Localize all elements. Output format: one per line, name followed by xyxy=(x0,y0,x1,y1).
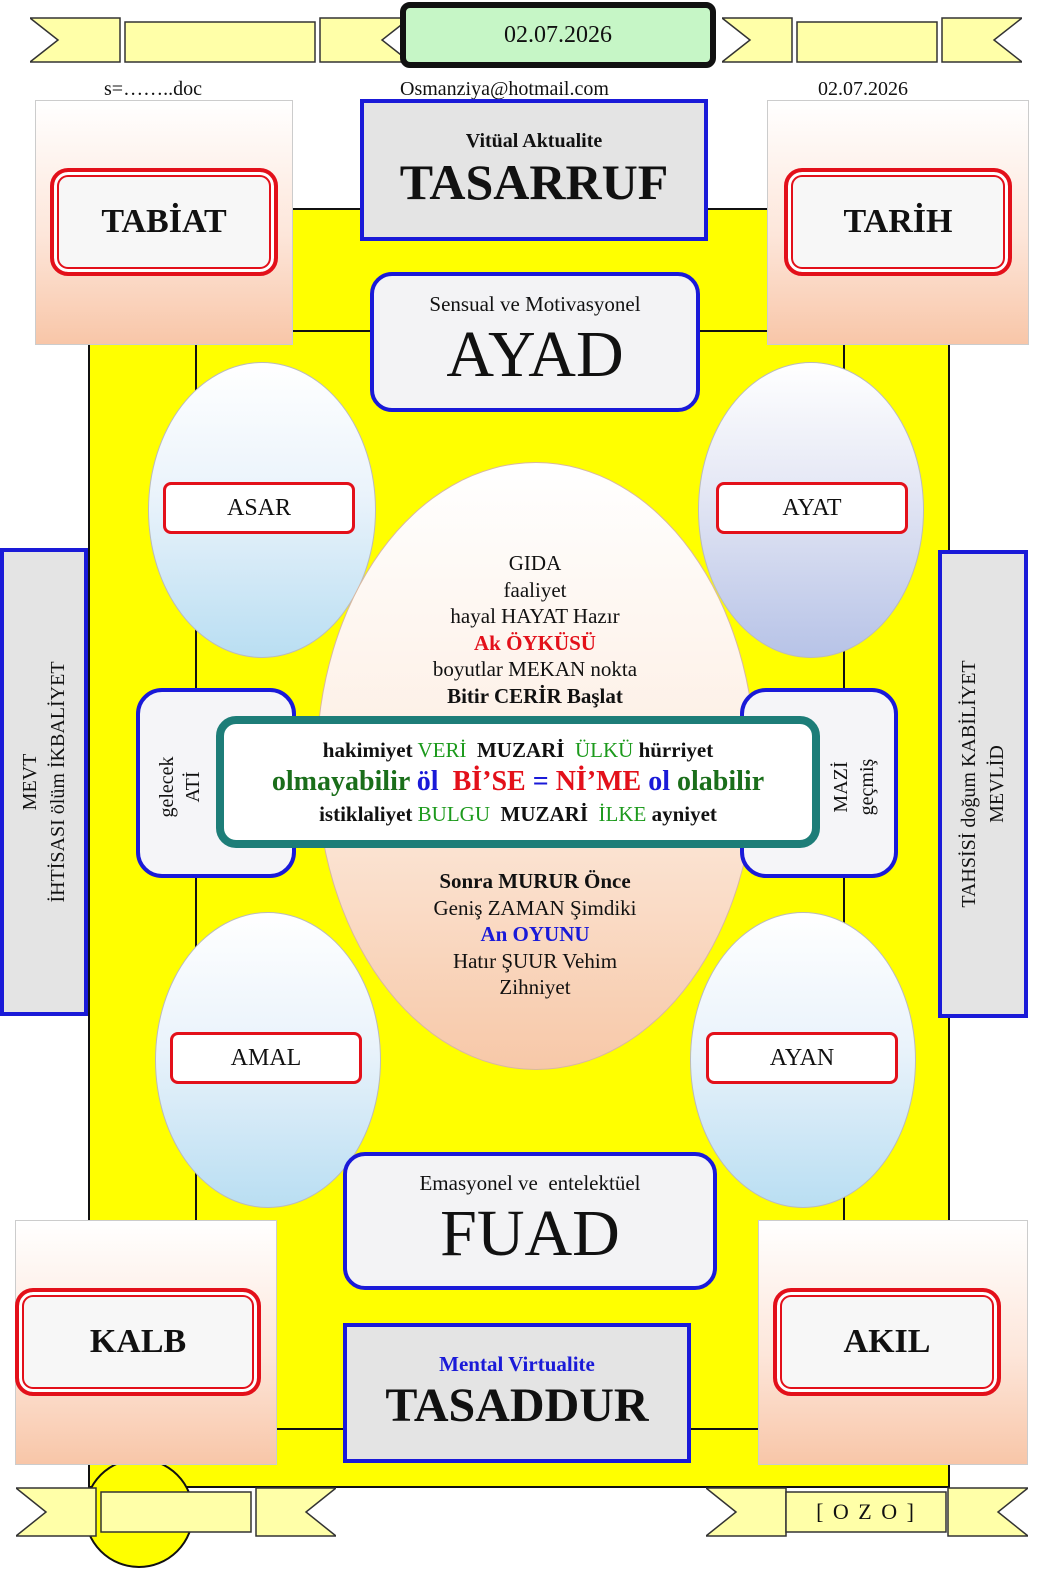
amal-label: AMAL xyxy=(170,1032,362,1084)
bise: Bİ’SE xyxy=(452,766,526,797)
center-top-text: GIDA faaliyet hayal HAYAT Hazır Ak ÖYKÜS… xyxy=(340,550,730,709)
left-panel-line1: MEVT xyxy=(19,753,41,811)
zihniyet-line: Zihniyet xyxy=(499,975,571,999)
mazi-label: MAZİ xyxy=(830,761,852,813)
cerir-line: Bitir CERİR Başlat xyxy=(447,683,623,708)
fuad-box: Emasyonel ve entelektüel FUAD xyxy=(343,1152,717,1290)
gelecek-label: gelecek xyxy=(156,756,178,818)
veri: VERİ xyxy=(417,738,467,762)
ayad-title: AYAD xyxy=(446,317,624,391)
hurriyet: hürriyet xyxy=(638,738,714,762)
tarih-box: TARİH xyxy=(784,168,1012,276)
asar-label: ASAR xyxy=(163,482,355,534)
file-name: s=……..doc xyxy=(104,78,202,100)
right-panel-line1: TAHSİSİ doğum KABİLİYET xyxy=(958,660,980,908)
olmayabilir: olmayabilir xyxy=(271,766,410,797)
gecmis-label: geçmiş xyxy=(856,758,878,816)
side-panel-right: TAHSİSİ doğum KABİLİYET MEVLİD xyxy=(938,550,1028,1018)
tabiat-box: TABİAT xyxy=(50,168,278,276)
ayan-label: AYAN xyxy=(706,1032,898,1084)
muzari-top: MUZARİ xyxy=(476,738,565,762)
ayat-label: AYAT xyxy=(716,482,908,534)
tasaddur-box: Mental Virtualite TASADDUR xyxy=(343,1323,691,1463)
ozo-label: [ O Z O ] xyxy=(816,1499,916,1524)
date-box: 02.07.2026 xyxy=(400,2,716,68)
ayad-box: Sensual ve Motivasyonel AYAD xyxy=(370,272,700,412)
suur-line: Hatır ŞUUR Vehim xyxy=(452,948,618,973)
faaliyet-line: faaliyet xyxy=(503,577,567,602)
banner-row-1: hakimiyet VERİ MUZARİ ÜLKÜ hürriyet xyxy=(323,736,713,764)
ilke: İLKE xyxy=(598,802,647,826)
banner-row-3: istiklaliyet BULGU MUZARİ İLKE ayniyet xyxy=(319,800,717,828)
mekan-line: boyutlar MEKAN nokta xyxy=(432,657,638,681)
akil-box: AKIL xyxy=(773,1288,1001,1396)
side-panel-left: MEVT İHTİSASI ölüm İKBALİYET xyxy=(0,548,88,1016)
tasaddur-subtitle: Mental Virtualite xyxy=(439,1351,595,1376)
header-date: 02.07.2026 xyxy=(818,78,908,100)
muzari-bottom: MUZARİ xyxy=(500,802,589,826)
ribbon-bottom-right xyxy=(706,1487,1028,1537)
ribbon-top-right xyxy=(722,17,1022,63)
ayniyet: ayniyet xyxy=(651,802,717,826)
right-panel-line2: MEVLİD xyxy=(986,745,1008,823)
hakimiyet: hakimiyet xyxy=(322,738,413,762)
kalb-box: KALB xyxy=(15,1288,261,1396)
istiklaliyet: istiklaliyet xyxy=(319,802,413,826)
ayad-subtitle: Sensual ve Motivasyonel xyxy=(429,291,641,316)
tasarruf-box: Vitüal Aktualite TASARRUF xyxy=(360,99,708,241)
ribbon-bottom-left xyxy=(16,1487,336,1537)
oykusu-line: Ak ÖYKÜSÜ xyxy=(474,630,596,655)
ribbon-top-left xyxy=(30,17,410,63)
fuad-subtitle: Emasyonel ve entelektüel xyxy=(419,1170,641,1195)
hayat-line: hayal HAYAT Hazır xyxy=(450,604,620,628)
center-banner: hakimiyet VERİ MUZARİ ÜLKÜ hürriyet olma… xyxy=(216,716,820,848)
ol-left: öl xyxy=(416,766,439,797)
tasaddur-title: TASADDUR xyxy=(385,1378,649,1432)
murur-line: Sonra MURUR Önce xyxy=(439,869,631,893)
banner-row-2: olmayabilir öl Bİ’SE = Nİ’ME ol olabilir xyxy=(272,764,764,800)
olabilir: olabilir xyxy=(677,766,765,797)
oyunu-line: An OYUNU xyxy=(480,922,590,946)
fuad-title: FUAD xyxy=(440,1196,620,1270)
ati-label: ATİ xyxy=(182,771,204,803)
zaman-line: Geniş ZAMAN Şimdiki xyxy=(433,895,637,920)
equals: = xyxy=(532,766,549,797)
left-panel-line2: İHTİSASI ölüm İKBALİYET xyxy=(47,661,69,903)
nime: Nİ’ME xyxy=(555,766,642,797)
ol-right: ol xyxy=(648,766,671,797)
tasarruf-subtitle: Vitüal Aktualite xyxy=(465,129,603,152)
email: Osmanziya@hotmail.com xyxy=(400,78,609,100)
bulgu: BULGU xyxy=(417,802,491,826)
ulku: ÜLKÜ xyxy=(574,738,634,762)
center-bottom-text: Sonra MURUR Önce Geniş ZAMAN Şimdiki An … xyxy=(340,868,730,1001)
gida-line: GIDA xyxy=(508,551,562,575)
tasarruf-title: TASARRUF xyxy=(399,153,669,210)
